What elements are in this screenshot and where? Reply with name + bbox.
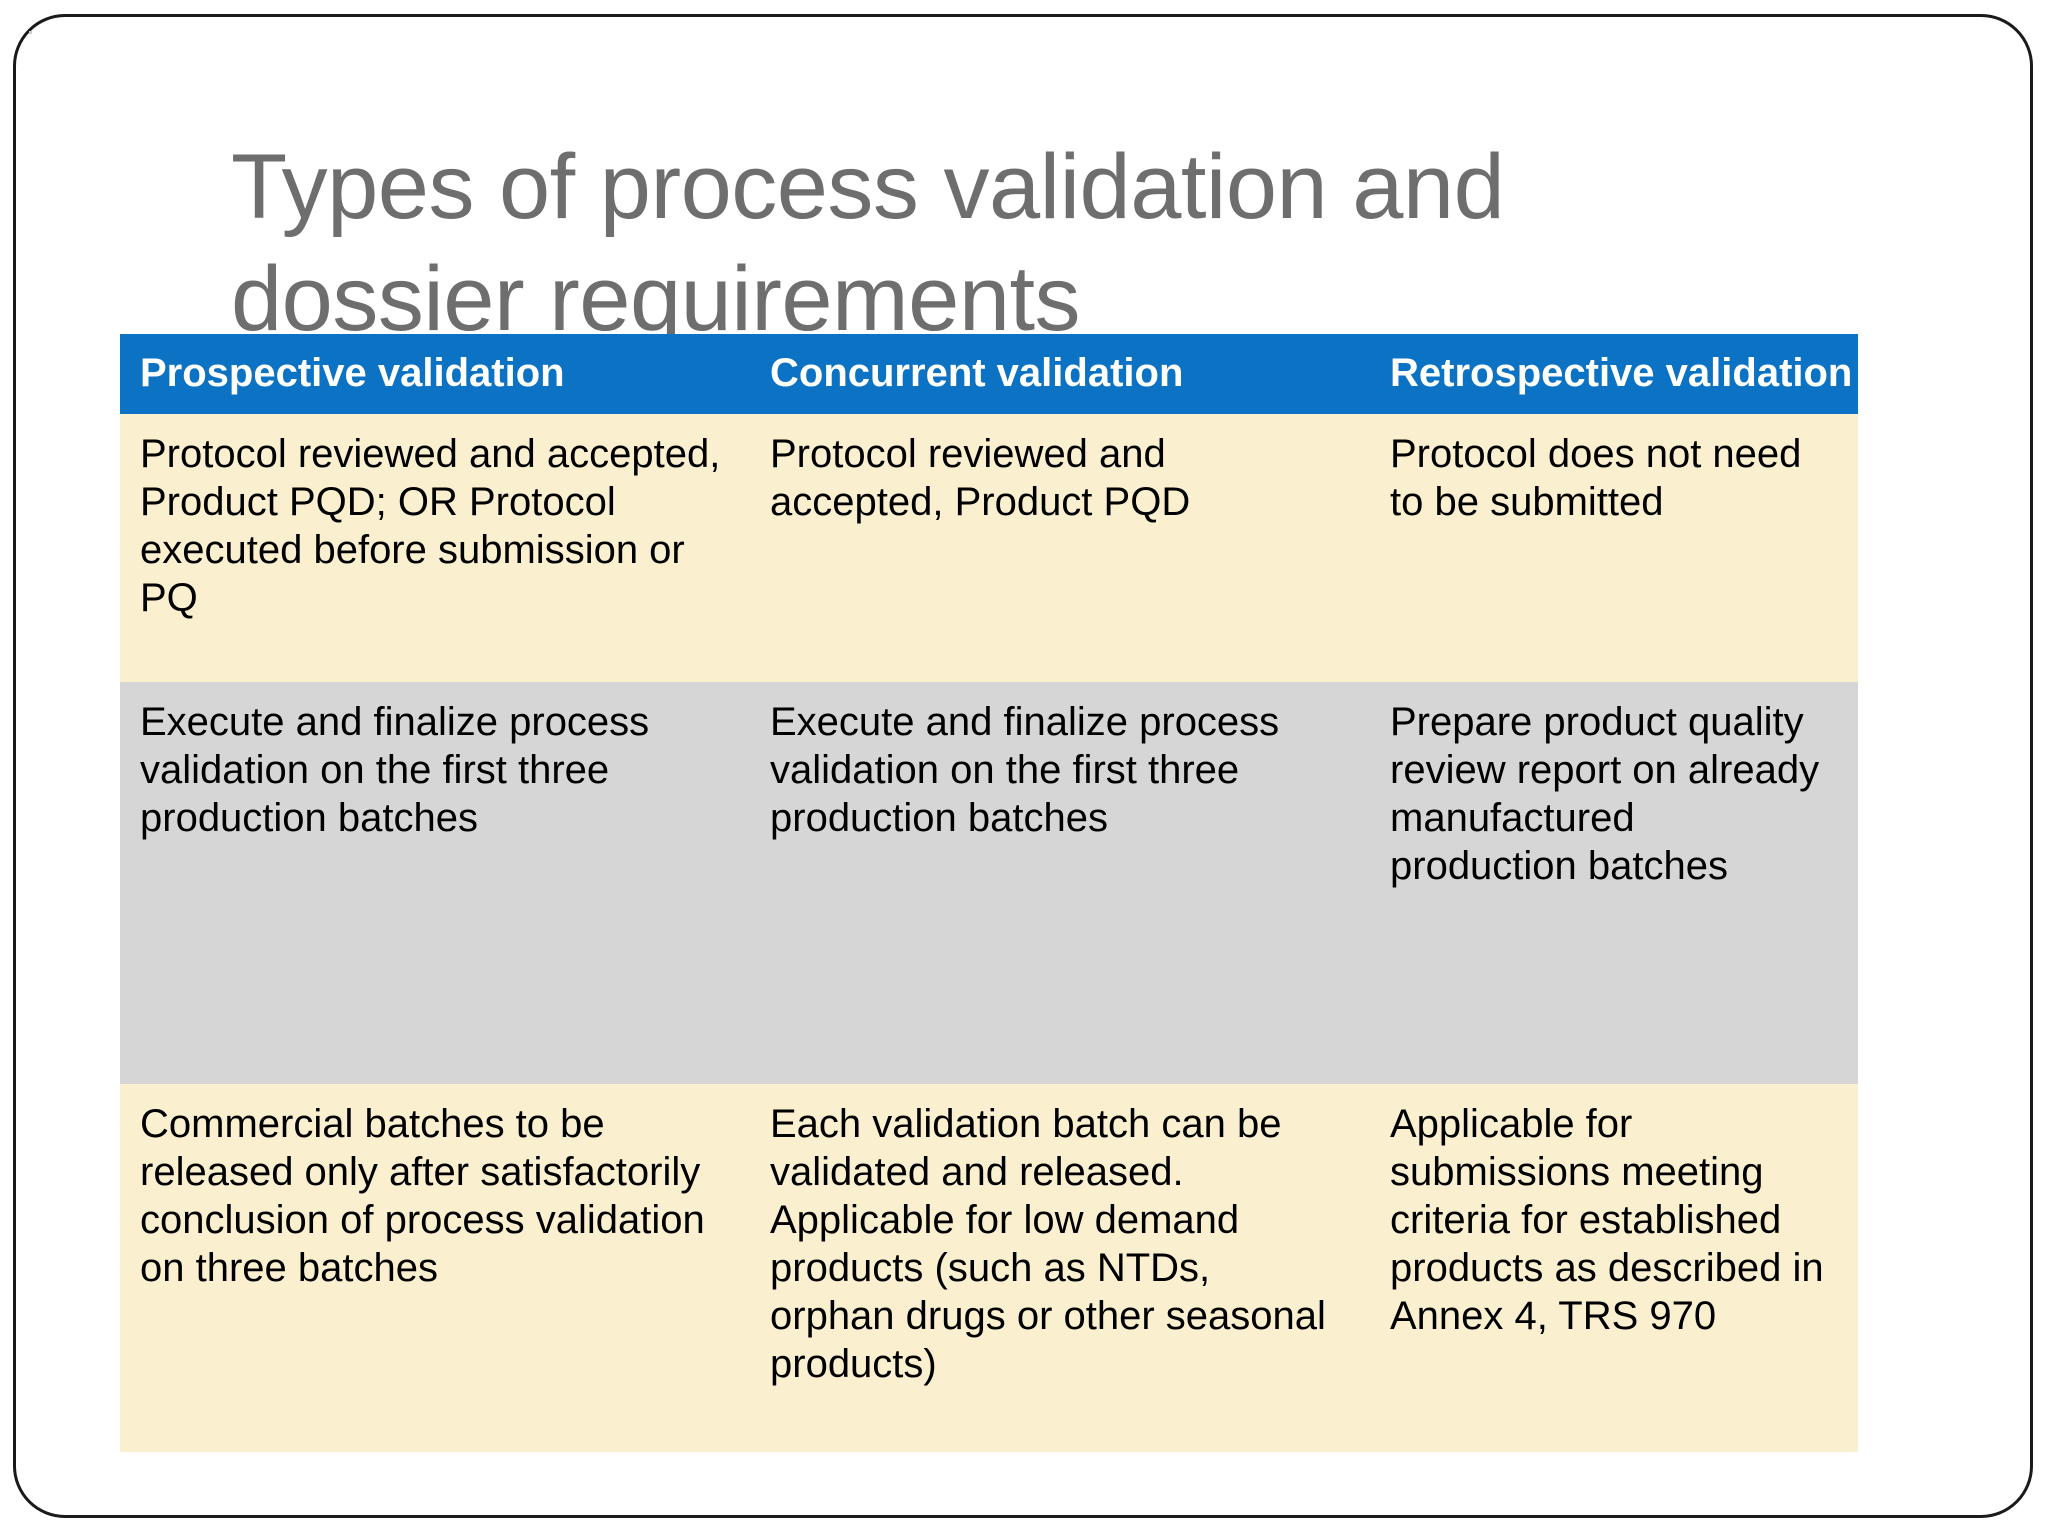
table-header-row: Prospective validation Concurrent valida… xyxy=(120,334,1858,414)
cell-r2-c3: Prepare product quality review report on… xyxy=(1370,682,1858,1084)
slide-frame: Types of process validation and dossier … xyxy=(13,14,2033,1518)
cell-r3-c3: Applicable for submissions meeting crite… xyxy=(1370,1084,1858,1452)
cell-r3-c2: Each validation batch can be validated a… xyxy=(750,1084,1370,1452)
cell-r1-c1: Protocol reviewed and accepted, Product … xyxy=(120,414,750,682)
column-header-concurrent: Concurrent validation xyxy=(750,334,1370,414)
table-header: Prospective validation Concurrent valida… xyxy=(120,334,1858,414)
validation-comparison-table: Prospective validation Concurrent valida… xyxy=(120,334,1858,1452)
table-row: Protocol reviewed and accepted, Product … xyxy=(120,414,1858,682)
cell-r1-c2: Protocol reviewed and accepted, Product … xyxy=(750,414,1370,682)
table-row: Execute and finalize process validation … xyxy=(120,682,1858,1084)
cell-r3-c1: Commercial batches to be released only a… xyxy=(120,1084,750,1452)
table-body: Protocol reviewed and accepted, Product … xyxy=(120,414,1858,1452)
cell-r2-c2: Execute and finalize process validation … xyxy=(750,682,1370,1084)
column-header-retrospective: Retrospective validation xyxy=(1370,334,1858,414)
table-row: Commercial batches to be released only a… xyxy=(120,1084,1858,1452)
page-title: Types of process validation and dossier … xyxy=(231,135,1505,350)
corner-speck xyxy=(29,31,32,34)
cell-r2-c1: Execute and finalize process validation … xyxy=(120,682,750,1084)
cell-r1-c3: Protocol does not need to be submitted xyxy=(1370,414,1858,682)
column-header-prospective: Prospective validation xyxy=(120,334,750,414)
